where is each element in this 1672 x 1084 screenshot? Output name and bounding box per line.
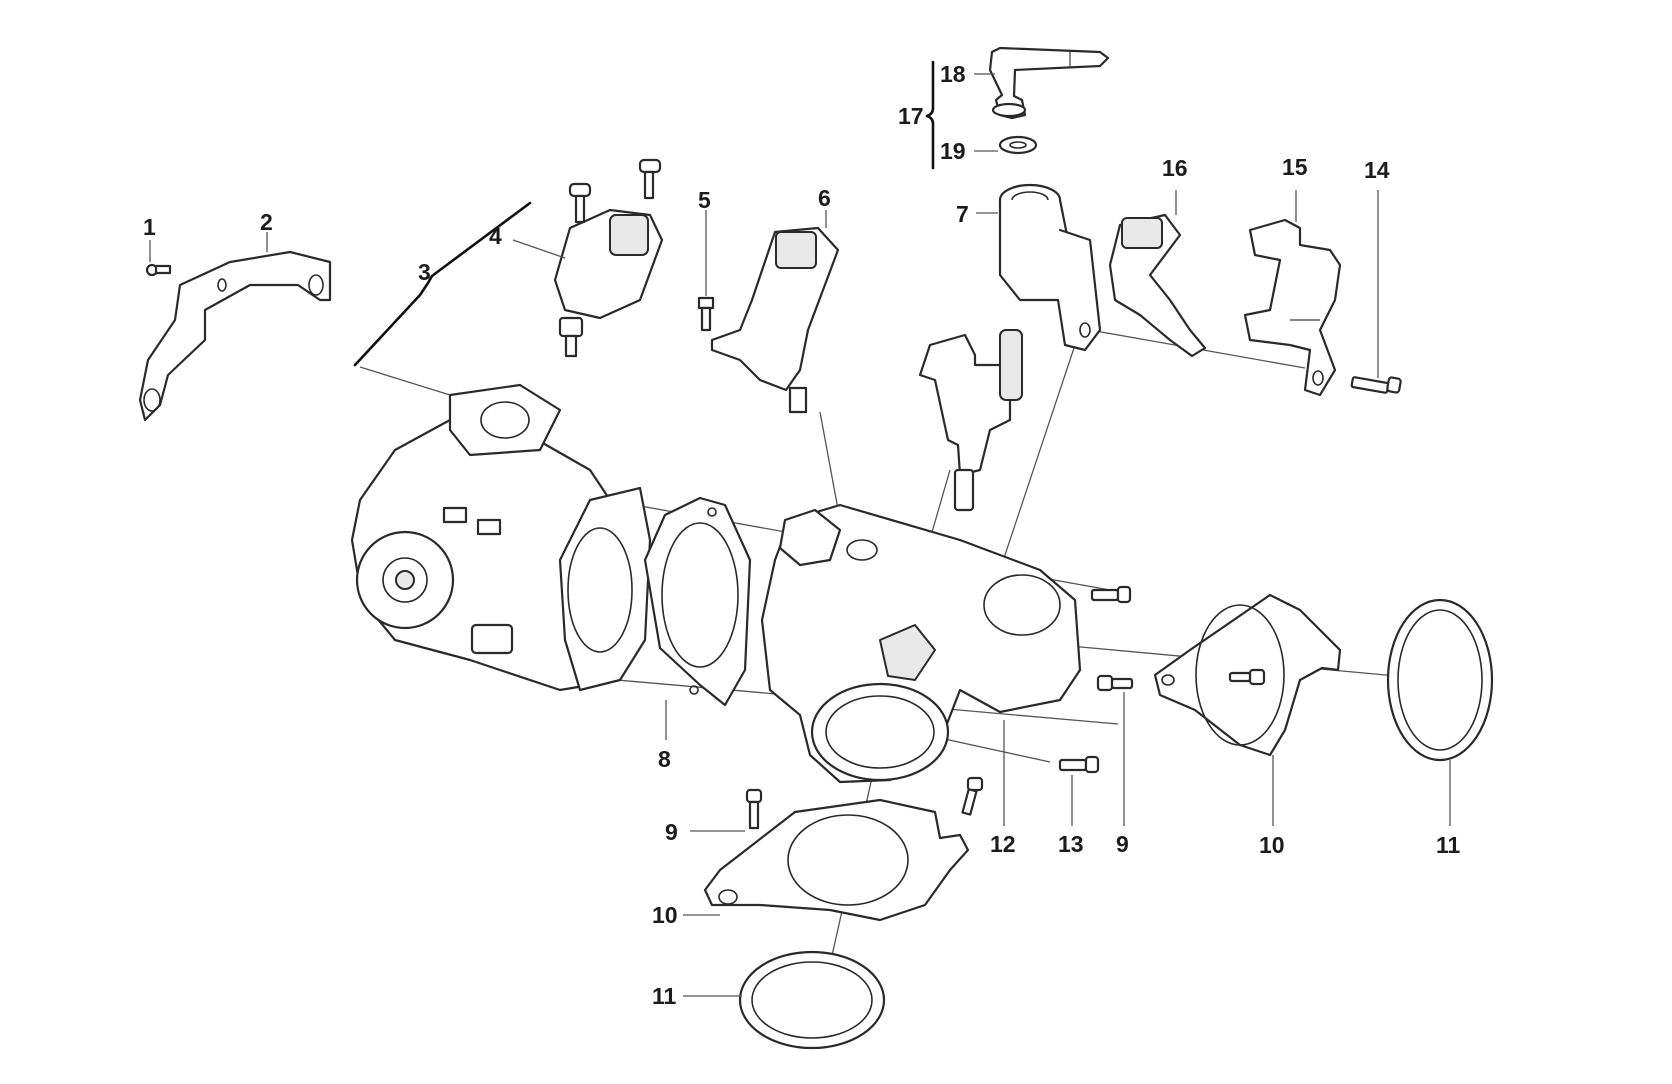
callout-5: 5 [698,187,711,213]
callout-15: 15 [1282,154,1308,180]
part-intake-manifold [760,503,1082,784]
part-fuel-connector [988,46,1110,120]
part-idle-valve [553,158,664,358]
part-seal [998,135,1038,155]
part-screw-upper-right [1090,585,1132,604]
part-gasket [643,496,752,707]
part-bolt-flange [1228,668,1266,686]
part-throttle-body [350,383,652,692]
callout-1: 1 [143,214,156,240]
callout-7: 7 [956,201,969,227]
screw-idle-a [568,182,592,224]
part-screw-9-left [745,788,763,830]
callout-9-right: 9 [1116,831,1129,857]
group-bracket-3 [353,201,532,367]
callout-13: 13 [1058,831,1084,857]
callout-10-bottom: 10 [652,902,678,928]
callout-3: 3 [418,259,431,285]
callout-12: 12 [990,831,1016,857]
callout-4: 4 [489,223,502,249]
part-screw-9-mid [961,776,984,816]
part-fuel-injector-16 [1108,213,1207,358]
callout-8: 8 [658,746,671,772]
part-screw-14 [1350,376,1402,394]
callout-14: 14 [1364,157,1390,183]
callout-9-left: 9 [665,819,678,845]
part-bracket [138,250,332,422]
screw-idle-b [638,158,662,200]
callout-11-bottom: 11 [652,983,677,1009]
part-fuel-rail-fitting [998,183,1102,352]
callout-labels: 1 2 3 4 5 6 7 8 9 9 10 10 11 11 12 13 14… [143,61,1461,1009]
part-screw-9-right [1096,674,1134,692]
part-map-sensor [710,226,840,414]
callout-6: 6 [818,185,831,211]
callout-16: 16 [1162,155,1188,181]
callout-17: 17 [898,103,924,129]
part-fuel-injector-center [918,329,1023,512]
callout-2: 2 [260,209,273,235]
callout-19: 19 [940,138,966,164]
part-screw-1 [145,263,172,277]
part-flange-bottom [703,798,970,922]
part-injector-bracket [1243,218,1342,397]
part-screw-13 [1058,755,1100,774]
callout-18: 18 [940,61,966,87]
callout-leaders [149,73,1451,997]
part-oring-bottom [738,950,886,1050]
group-brace-17 [925,60,935,170]
callout-11-right: 11 [1436,832,1461,858]
part-screw-5 [697,296,715,332]
callout-10-right: 10 [1259,832,1285,858]
part-oring-right [1386,598,1494,762]
